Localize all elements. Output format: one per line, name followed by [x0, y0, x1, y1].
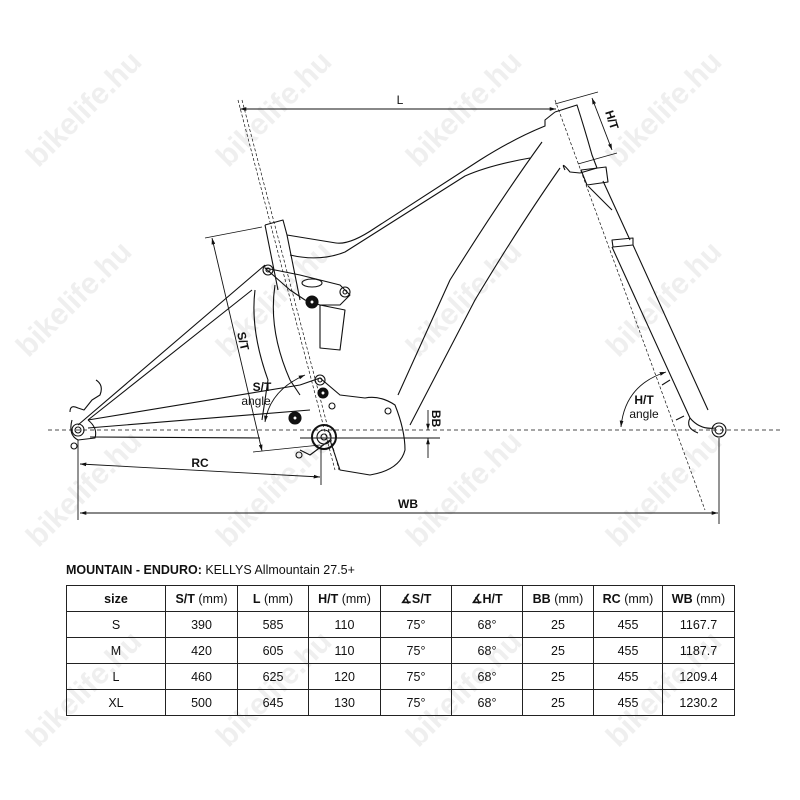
- label-seat-tube-angle-2: angle: [241, 394, 271, 408]
- header-bb: BB (mm): [522, 585, 594, 612]
- cell-seat-tube-angle: 75°: [380, 611, 452, 638]
- table-row: L 460 625 120 75° 68° 25 455 1209.4: [66, 663, 735, 690]
- label-l: L: [397, 93, 404, 107]
- label-head-tube-angle-1: H/T: [634, 393, 654, 407]
- label-wb: WB: [398, 497, 418, 511]
- table-row: M 420 605 110 75° 68° 25 455 1187.7: [66, 637, 735, 664]
- label-head-tube-angle-2: angle: [629, 407, 659, 421]
- caption-model: KELLYS Allmountain 27.5+: [201, 563, 355, 577]
- label-rc: RC: [191, 456, 209, 470]
- cell-bb: 25: [522, 637, 594, 664]
- cell-head-tube: 130: [308, 689, 381, 716]
- cell-wb: 1230.2: [662, 689, 735, 716]
- cell-wb: 1167.7: [662, 611, 735, 638]
- header-head-tube-angle: ∡H/T: [451, 585, 523, 612]
- cell-reach: 645: [237, 689, 309, 716]
- cell-seat-tube: 420: [165, 637, 238, 664]
- header-head-tube: H/T (mm): [308, 585, 381, 612]
- cell-head-tube: 120: [308, 663, 381, 690]
- cell-wb: 1187.7: [662, 637, 735, 664]
- cell-rc: 455: [593, 637, 663, 664]
- cell-head-tube-angle: 68°: [451, 637, 523, 664]
- cell-rc: 455: [593, 663, 663, 690]
- cell-seat-tube-angle: 75°: [380, 663, 452, 690]
- cell-head-tube-angle: 68°: [451, 663, 523, 690]
- cell-reach: 625: [237, 663, 309, 690]
- cell-wb: 1209.4: [662, 663, 735, 690]
- cell-seat-tube: 390: [165, 611, 238, 638]
- table-row: S 390 585 110 75° 68° 25 455 1167.7: [66, 611, 735, 638]
- cell-size: XL: [66, 689, 166, 716]
- label-bb: BB: [429, 410, 443, 428]
- cell-reach: 605: [237, 637, 309, 664]
- cell-reach: 585: [237, 611, 309, 638]
- label-seat-tube-angle-1: S/T: [253, 380, 272, 394]
- label-head-tube: H/T: [602, 109, 621, 132]
- header-size: size: [66, 585, 166, 612]
- cell-head-tube: 110: [308, 611, 381, 638]
- header-reach: L (mm): [237, 585, 309, 612]
- table-caption: MOUNTAIN - ENDURO: KELLYS Allmountain 27…: [66, 563, 355, 577]
- cell-bb: 25: [522, 611, 594, 638]
- cell-rc: 455: [593, 689, 663, 716]
- header-rc: RC (mm): [593, 585, 663, 612]
- cell-head-tube-angle: 68°: [451, 611, 523, 638]
- cell-size: M: [66, 637, 166, 664]
- cell-seat-tube-angle: 75°: [380, 689, 452, 716]
- table-row: XL 500 645 130 75° 68° 25 455 1230.2: [66, 689, 735, 716]
- table-header-row: size S/T (mm) L (mm) H/T (mm) ∡S/T ∡H/T …: [66, 585, 735, 612]
- cell-size: L: [66, 663, 166, 690]
- cell-seat-tube-angle: 75°: [380, 637, 452, 664]
- label-seat-tube: S/T: [234, 331, 252, 353]
- cell-bb: 25: [522, 689, 594, 716]
- cell-bb: 25: [522, 663, 594, 690]
- cell-head-tube: 110: [308, 637, 381, 664]
- geometry-table: size S/T (mm) L (mm) H/T (mm) ∡S/T ∡H/T …: [66, 585, 735, 716]
- header-seat-tube: S/T (mm): [165, 585, 238, 612]
- frame-geometry-diagram: L H/T S/T S/T angle H/T angle BB RC WB: [48, 91, 780, 524]
- cell-seat-tube: 500: [165, 689, 238, 716]
- caption-category: MOUNTAIN - ENDURO:: [66, 563, 202, 577]
- cell-rc: 455: [593, 611, 663, 638]
- header-seat-tube-angle: ∡S/T: [380, 585, 452, 612]
- cell-head-tube-angle: 68°: [451, 689, 523, 716]
- header-wb: WB (mm): [662, 585, 735, 612]
- cell-size: S: [66, 611, 166, 638]
- cell-seat-tube: 460: [165, 663, 238, 690]
